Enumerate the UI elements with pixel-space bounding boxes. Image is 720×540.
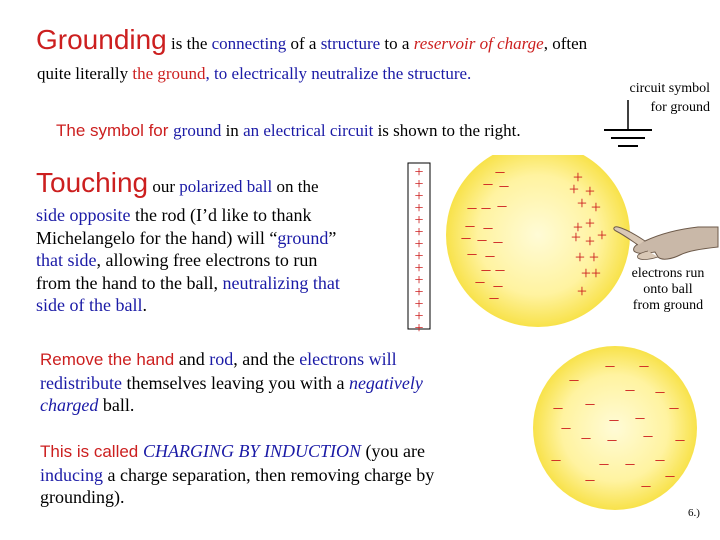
ball1-negative-charge: –: [483, 173, 494, 193]
rod-charge: +: [414, 224, 423, 241]
symbol-caption: circuit symbol for ground: [629, 81, 711, 115]
ball1-positive-charge: +: [575, 247, 585, 267]
rod-charge: +: [414, 308, 423, 325]
ball2-negative-charge: –: [585, 469, 596, 489]
ball2-negative-charge: –: [655, 381, 666, 401]
charged-rod: [407, 162, 431, 330]
rod-charge: +: [414, 188, 423, 205]
ball2-negative-charge: –: [551, 449, 562, 469]
ball2-negative-charge: –: [585, 393, 596, 413]
ball1-negative-charge: –: [465, 215, 476, 235]
ball1-negative-charge: –: [493, 231, 504, 251]
ball1-positive-charge: +: [591, 197, 601, 217]
ball2-negative-charge: –: [665, 465, 676, 485]
ball1-negative-charge: –: [485, 245, 496, 265]
ball2-negative-charge: –: [609, 409, 620, 429]
rod-charge: +: [414, 212, 423, 229]
polarized-ball: [446, 155, 630, 327]
ball1-negative-charge: –: [497, 195, 508, 215]
ball2-negative-charge: –: [581, 427, 592, 447]
ball1-positive-charge: +: [569, 179, 579, 199]
rod-charge: +: [414, 284, 423, 301]
rod-charge: +: [414, 164, 423, 181]
ball2-negative-charge: –: [655, 449, 666, 469]
ball1-negative-charge: –: [483, 217, 494, 237]
ball2-negative-charge: –: [605, 355, 616, 375]
ball1-negative-charge: –: [493, 275, 504, 295]
rod-charge: +: [414, 260, 423, 277]
ball2-negative-charge: –: [643, 425, 654, 445]
rod-charge: +: [414, 248, 423, 265]
title-line-1: Grounding is the connecting of a structu…: [36, 24, 588, 55]
ball1-negative-charge: –: [467, 243, 478, 263]
ball2-negative-charge: –: [599, 453, 610, 473]
hand-icon: [613, 226, 719, 260]
ball2-negative-charge: –: [569, 369, 580, 389]
ball1-positive-charge: +: [585, 181, 595, 201]
ball2-negative-charge: –: [553, 397, 564, 417]
symbol-sentence: The symbol for ground in an electrical c…: [56, 121, 521, 140]
ball1-positive-charge: +: [577, 281, 587, 301]
ground-symbol-icon: [604, 100, 652, 147]
ball2-negative-charge: –: [625, 453, 636, 473]
title-line-2: quite literally the ground, to electrica…: [37, 64, 472, 83]
ball1-negative-charge: –: [489, 287, 500, 307]
ball1-negative-charge: –: [467, 197, 478, 217]
ball2-negative-charge: –: [607, 429, 618, 449]
title-word: Grounding: [36, 24, 167, 55]
ball1-positive-charge: +: [581, 263, 591, 283]
ball1-positive-charge: +: [577, 193, 587, 213]
rod-charge: +: [414, 236, 423, 253]
ball1-positive-charge: +: [585, 231, 595, 251]
ball1-negative-charge: –: [477, 229, 488, 249]
ball2-negative-charge: –: [561, 417, 572, 437]
ball2-negative-charge: –: [635, 407, 646, 427]
ball1-negative-charge: –: [499, 175, 510, 195]
charged-ball: [533, 346, 697, 510]
electrons-caption: electrons run onto ball from ground: [631, 266, 705, 313]
ball1-positive-charge: +: [597, 225, 607, 245]
ball1-positive-charge: +: [573, 217, 583, 237]
ball1-positive-charge: +: [589, 247, 599, 267]
ball2-negative-charge: –: [669, 397, 680, 417]
ball1-negative-charge: –: [495, 259, 506, 279]
ball1-positive-charge: +: [573, 167, 583, 187]
rod-charge: +: [414, 320, 423, 335]
ball2-negative-charge: –: [675, 429, 686, 449]
induction-diagram: ++++++++++++++ –––––––––––––––––– ++++++…: [407, 155, 719, 335]
ball1-positive-charge: +: [571, 227, 581, 247]
page-number: 6.): [688, 507, 700, 519]
charging-paragraph: This is called CHARGING BY INDUCTION (yo…: [40, 441, 435, 507]
ball1-positive-charge: +: [585, 213, 595, 233]
ball2-negative-charge: –: [625, 379, 636, 399]
ball1-positive-charge: +: [591, 263, 601, 283]
rod-charge: +: [414, 176, 423, 193]
ball1-negative-charge: –: [481, 197, 492, 217]
negative-ball-diagram: ––––––––––––––––––––––: [533, 346, 697, 510]
remove-paragraph: Remove the hand and rod, and the electro…: [40, 349, 423, 415]
ball2-negative-charge: –: [641, 475, 652, 495]
rod-charge: +: [414, 296, 423, 313]
ball1-negative-charge: –: [495, 161, 506, 181]
touching-paragraph: Touching our polarized ball on the side …: [36, 167, 340, 315]
ball1-negative-charge: –: [481, 259, 492, 279]
ball1-negative-charge: –: [461, 227, 472, 247]
rod-charge: +: [414, 272, 423, 289]
rod-charge: +: [414, 200, 423, 217]
ball2-negative-charge: –: [639, 355, 650, 375]
ball1-negative-charge: –: [475, 271, 486, 291]
